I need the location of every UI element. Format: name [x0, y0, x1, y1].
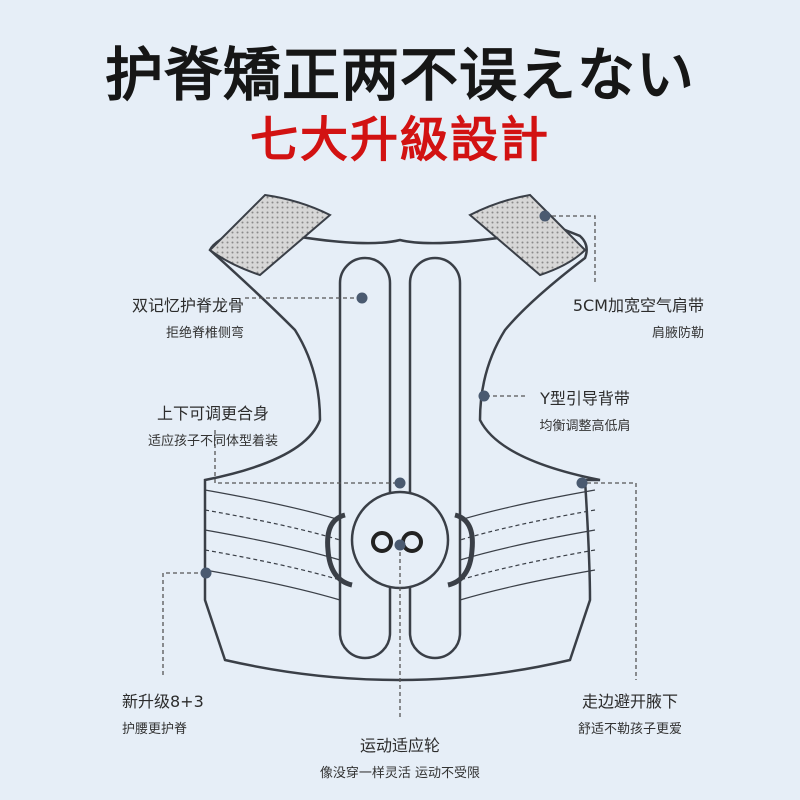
left-buckle: [325, 512, 353, 588]
feature-underarm: 走边避开腋下 舒适不勒孩子更爱: [577, 692, 682, 737]
feature-shoulder: 5CM加宽空气肩带 肩腋防勒: [572, 296, 704, 341]
headline: 护脊矯正两不误えない: [104, 41, 695, 109]
feature-spine: 双记忆护脊龙骨 拒绝脊椎侧弯: [131, 296, 244, 341]
feature-wheel: 运动适应轮 像没穿一样灵活 运动不受限: [319, 736, 481, 781]
left-shoulder-mesh: [208, 193, 332, 277]
feature-adjust: 上下可调更合身 适应孩子不同体型着装: [147, 404, 278, 449]
leader-lines: [162, 215, 637, 720]
marker-dots: [200, 210, 588, 579]
feature-y-strap: Y型引导背带 均衡调整高低肩: [539, 389, 631, 434]
spine-support-left: [338, 256, 392, 660]
vest-body: [203, 226, 601, 682]
subheadline: 七大升級設計: [249, 112, 550, 168]
right-buckle: [447, 512, 475, 588]
feature-belt: 新升级8+3 护腰更护脊: [122, 692, 204, 737]
right-shoulder-mesh: [468, 193, 587, 277]
wheel-gear-left: [371, 531, 393, 553]
spine-support-right: [408, 256, 462, 660]
